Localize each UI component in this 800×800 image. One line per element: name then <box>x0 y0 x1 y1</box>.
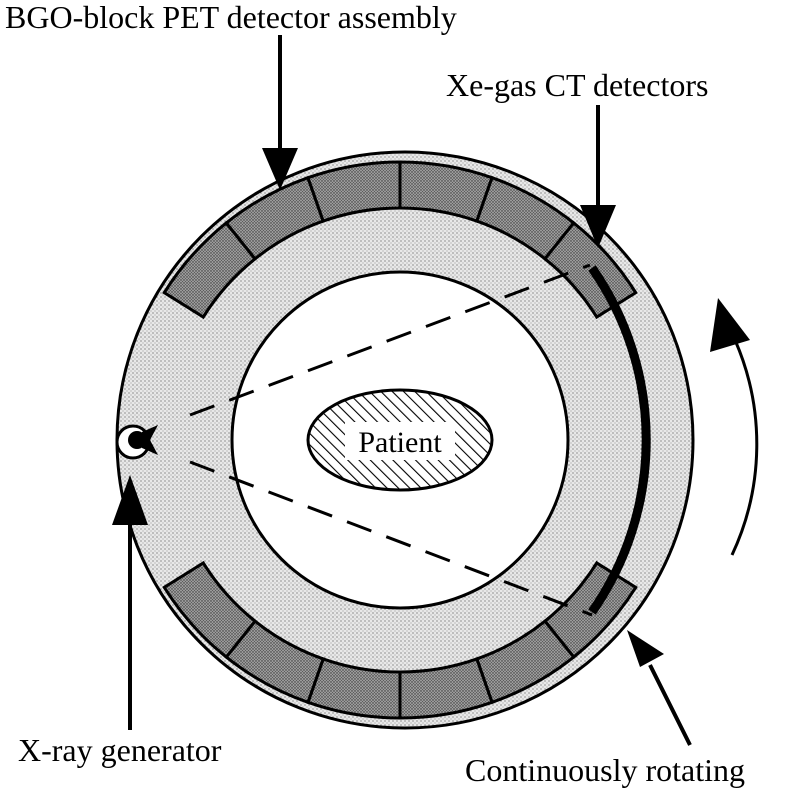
patient-label: Patient <box>358 426 442 459</box>
xray-generator-label: X-ray generator <box>18 732 222 768</box>
xray-source-icon <box>115 424 158 460</box>
ct-detector-arrow <box>580 105 616 248</box>
patient-label-background <box>345 422 455 460</box>
pet-detector-arrow <box>262 35 298 190</box>
pet-detector-label: BGO-block PET detector assembly <box>5 0 457 35</box>
pet-detector-blocks-bottom <box>162 560 638 720</box>
xray-fan-beam-upper <box>189 263 591 417</box>
ct-detectors-label: Xe-gas CT detectors <box>446 67 708 103</box>
rotation-label: Continuously rotating <box>465 752 745 788</box>
xray-generator-arrow <box>112 475 148 730</box>
ct-detector-arc <box>588 265 651 615</box>
rotation-label-arrow <box>627 630 692 746</box>
rotation-direction-arrow <box>710 298 759 556</box>
xray-fan-beam-lower <box>189 460 593 617</box>
pet-detector-block-bottom-6 <box>162 560 258 660</box>
